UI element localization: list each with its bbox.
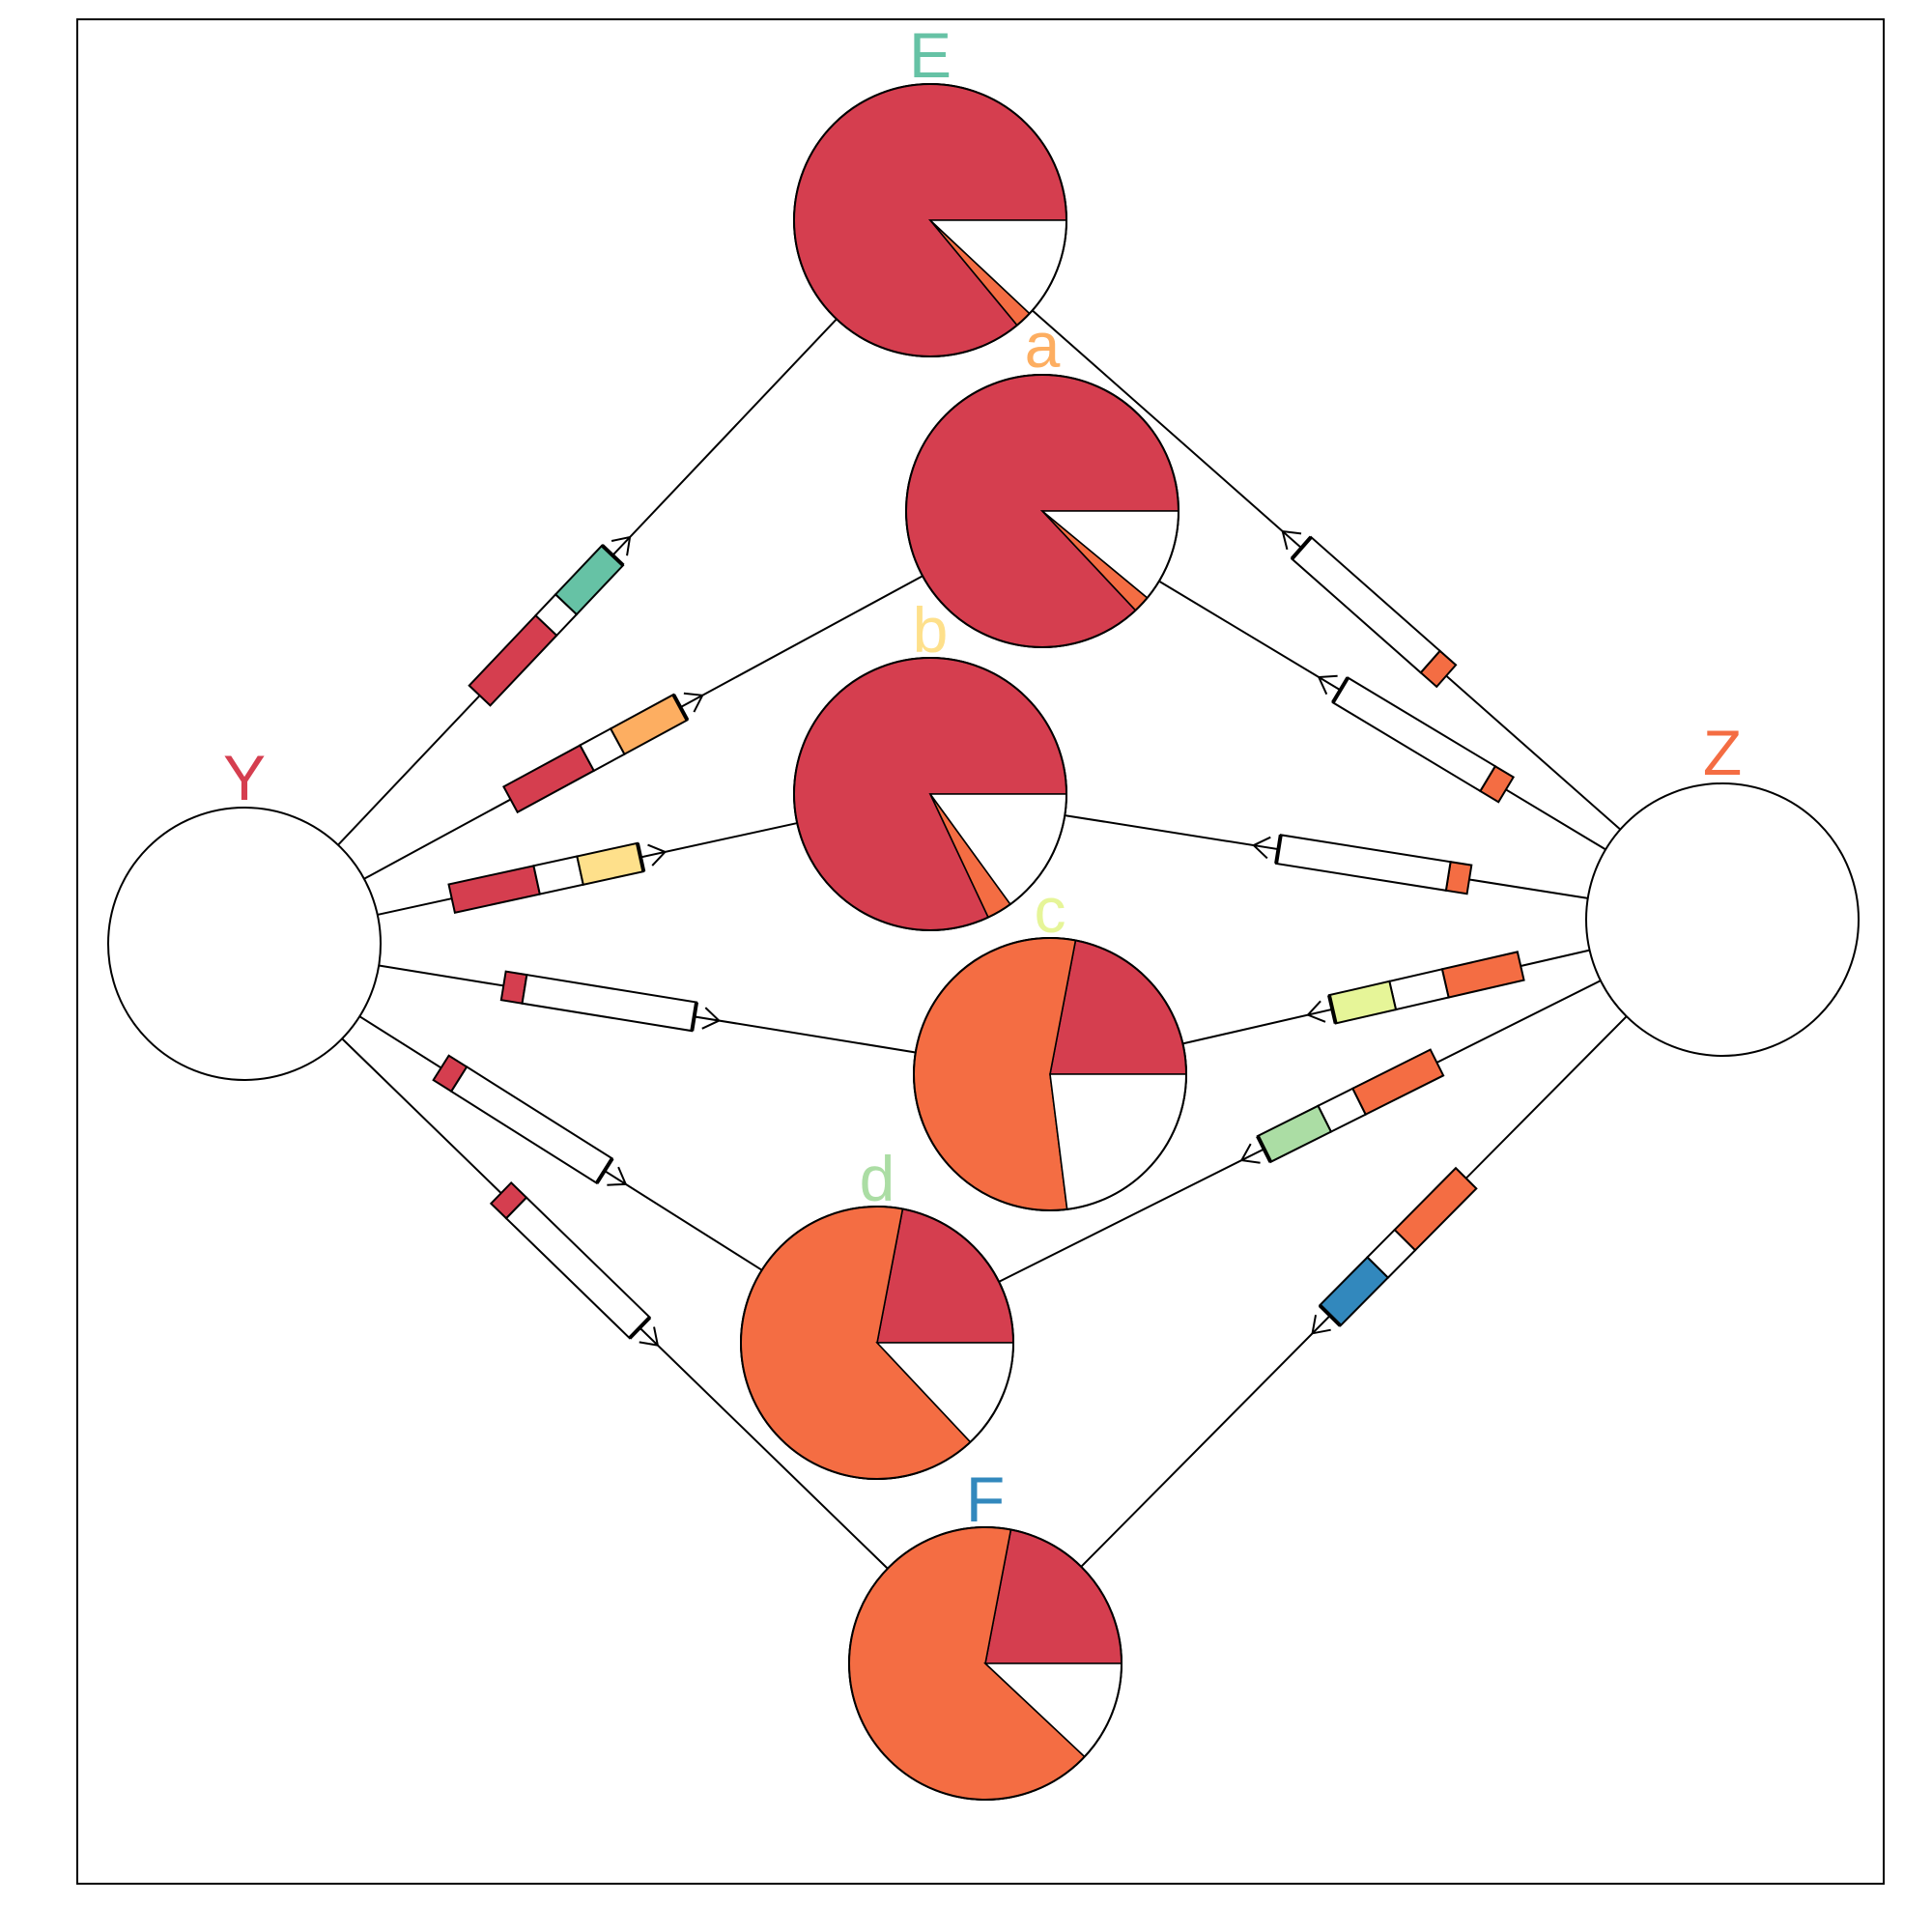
arrowhead-icon: [1281, 529, 1302, 551]
edge-bar-end-tick: [595, 1157, 614, 1184]
edge-bar: [1306, 951, 1525, 1025]
arrowhead-icon: [1311, 1315, 1331, 1335]
edge-bar-end-tick: [628, 1316, 652, 1340]
node-F: F: [848, 1463, 1122, 1801]
node-circle: [1585, 782, 1860, 1057]
node-outline: [905, 374, 1179, 648]
edge-bar: [1252, 834, 1473, 895]
node-outline: [740, 1206, 1014, 1480]
node-label: F: [966, 1463, 1005, 1535]
node-outline: [793, 83, 1067, 357]
arrowhead-icon: [1239, 1143, 1261, 1164]
edge-bar-end-tick: [671, 694, 690, 722]
arrowhead-icon: [1306, 1000, 1326, 1023]
edge-bar: [432, 1054, 628, 1186]
edge-bar-end-tick: [1318, 1303, 1342, 1327]
edge-Y-c: [379, 964, 916, 1054]
edge-Z-a: [1158, 580, 1606, 851]
arrowhead-icon: [647, 843, 668, 867]
edge-bar: [502, 692, 704, 814]
arrowhead-icon: [639, 1326, 660, 1347]
edge-bar-end-tick: [1331, 676, 1350, 704]
arrowhead-icon: [1252, 836, 1271, 860]
node-label: a: [1025, 309, 1061, 381]
edge-bar-end-tick: [1326, 994, 1338, 1024]
edge-Y-E: [337, 318, 838, 846]
node-label: Y: [223, 742, 266, 813]
arrowhead-icon: [1317, 674, 1338, 696]
edges: [337, 309, 1628, 1570]
edge-Z-d: [998, 980, 1602, 1283]
edge-Y-b: [377, 822, 798, 916]
edge-Z-c: [1182, 949, 1590, 1045]
node-label: Z: [1703, 717, 1742, 788]
node-outline: [848, 1526, 1122, 1801]
node-Y: Y: [107, 742, 382, 1081]
edge-bar-end-tick: [1256, 1135, 1273, 1163]
edge-Y-d: [358, 1015, 763, 1271]
node-a: a: [905, 309, 1179, 648]
node-Z: Z: [1585, 717, 1860, 1057]
arrowhead-icon: [683, 692, 704, 713]
edge-bar: [1311, 1166, 1478, 1335]
edge-Z-E: [1032, 309, 1621, 831]
node-label: c: [1035, 874, 1066, 946]
edge-bar-end-tick: [690, 1002, 699, 1032]
edge-bar: [447, 841, 668, 914]
edge-Y-a: [363, 575, 923, 880]
arrowhead-icon: [611, 535, 632, 556]
node-circle: [107, 807, 382, 1081]
edge-bar-end-tick: [600, 544, 625, 567]
node-outline: [913, 937, 1187, 1211]
edge-bar: [1239, 1048, 1445, 1164]
edge-Z-b: [1065, 814, 1588, 899]
edge-bar: [499, 970, 722, 1033]
edge-bar-end-tick: [1274, 835, 1283, 865]
edge-bar: [1281, 529, 1458, 689]
edge-bar: [1317, 674, 1516, 804]
edge-bar: [468, 535, 632, 707]
edge-bar: [489, 1180, 660, 1347]
node-E: E: [793, 19, 1067, 357]
arrowhead-icon: [607, 1166, 628, 1186]
node-label: d: [860, 1143, 895, 1214]
node-outline: [793, 657, 1067, 931]
node-d: d: [740, 1143, 1014, 1480]
node-label: E: [909, 19, 952, 91]
node-b: b: [793, 594, 1067, 931]
node-c: c: [913, 874, 1187, 1211]
edge-Y-F: [341, 1037, 889, 1570]
nodes: Y Z Ea b c dF: [107, 19, 1860, 1801]
edge-Z-F: [1080, 1015, 1628, 1568]
node-label: b: [913, 594, 949, 666]
edge-bar-end-tick: [1290, 535, 1313, 560]
edge-bar-end-tick: [635, 842, 646, 872]
arrowhead-icon: [701, 1007, 722, 1030]
